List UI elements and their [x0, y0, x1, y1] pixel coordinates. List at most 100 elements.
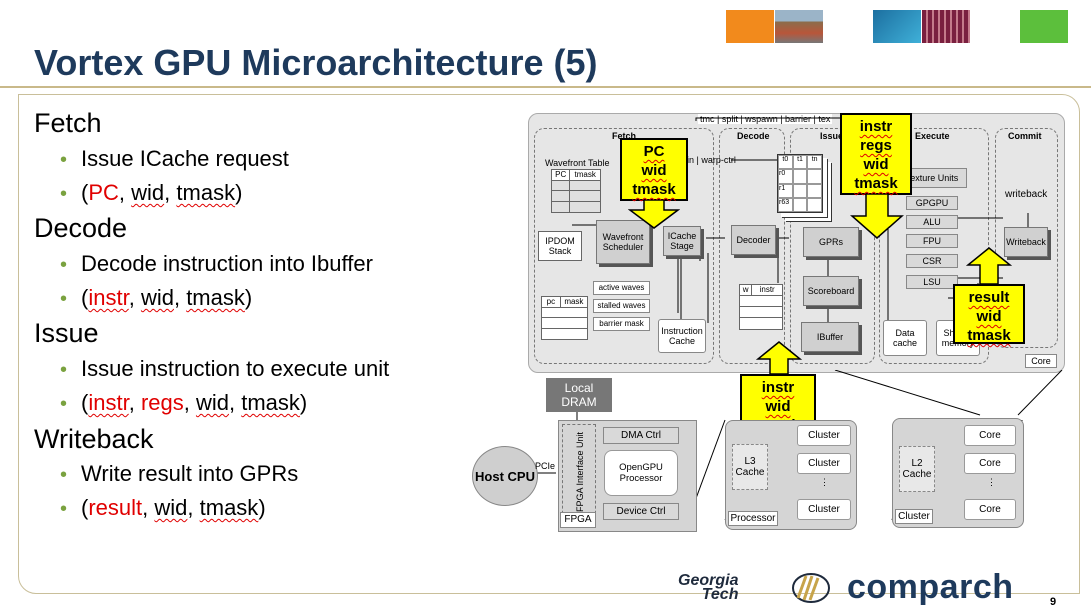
stage-issue-label: Issue: [820, 131, 844, 141]
comparch-logo: comparch: [847, 568, 1014, 606]
execute-stage-region: [879, 128, 989, 364]
writeback-box: Writeback: [1004, 227, 1048, 257]
fpga-interface-unit: FPGA Interface Unit: [562, 424, 596, 524]
bullet-issue-2: •(instr, regs, wid, tmask): [60, 390, 308, 415]
ib-row: [740, 296, 782, 307]
callout-item: tmask: [854, 175, 898, 192]
wt-cell: [570, 201, 600, 212]
bullet-fetch-1: •Issue ICache request: [60, 146, 289, 171]
rf-cell: [807, 197, 822, 212]
wt-cell: [552, 180, 571, 191]
core-ellipsis: ⋮: [987, 477, 996, 487]
bullet-issue-1: •Issue instruction to execute unit: [60, 356, 390, 381]
decode-stage-region: [719, 128, 785, 364]
ib-row: [740, 307, 782, 318]
callout-item: instr: [859, 118, 893, 135]
heading-writeback: Writeback: [34, 424, 154, 454]
heading-fetch: Fetch: [34, 108, 102, 138]
chip-square: [922, 10, 970, 43]
host-cpu: Host CPU: [472, 446, 538, 506]
callout-item: wid: [641, 162, 667, 179]
wt-cell: [552, 201, 571, 212]
pcie-label: PCIe: [535, 461, 556, 471]
data-cache: Data cache: [883, 320, 927, 356]
opengpu-processor: OpenGPU Processor: [604, 450, 678, 496]
callout-item: tmask: [632, 181, 676, 198]
ibuffer: IBuffer: [801, 322, 859, 352]
scoreboard: Scoreboard: [803, 276, 859, 306]
register-file: t0 t1 tn r0 r1 r63: [777, 154, 823, 213]
rf-col-label: t0: [778, 155, 793, 170]
bullet-writeback-2: •(result, wid, tmask): [60, 495, 266, 520]
writeback-arrow: [966, 247, 1012, 285]
dma-ctrl: DMA Ctrl: [603, 427, 679, 444]
page-number: 9: [1050, 596, 1057, 608]
l3-cache: L3 Cache: [732, 444, 768, 490]
rf-row-label: r63: [778, 197, 793, 212]
stage-fetch-label: Fetch: [612, 131, 637, 141]
ipdom-row: [542, 318, 587, 329]
issue-callout: instr regs wid tmask: [840, 113, 912, 195]
comparch-emblem-icon: [792, 573, 830, 603]
stalled-waves: stalled waves: [593, 299, 650, 313]
csr-unit: CSR: [906, 254, 958, 268]
rf-col-label: tn: [807, 155, 822, 170]
ipdom-row: [542, 308, 587, 318]
top-signals-label: tmc | split | wspawn | barrier | tex: [698, 114, 833, 124]
bullet-decode-2: •(instr, wid, tmask): [60, 285, 253, 310]
cluster-label: Cluster: [895, 509, 933, 524]
writeback-callout: result wid tmask: [953, 284, 1025, 344]
fetch-stage-region: [534, 128, 714, 364]
instruction-cache: Instruction Cache: [658, 319, 706, 353]
fpu-unit: FPU: [906, 234, 958, 248]
rf-cell: [792, 197, 808, 212]
fpga-interface-label: FPGA Interface Unit: [575, 431, 585, 513]
stage-commit-label: Commit: [1008, 131, 1042, 141]
wt-cell: [552, 191, 571, 202]
ib-w-header: w: [740, 285, 753, 296]
orange-square: [726, 10, 774, 43]
active-waves: active waves: [593, 281, 650, 295]
wt-tmask-header: tmask: [570, 170, 600, 181]
rf-cell: [792, 183, 808, 198]
decode-arrow: [756, 341, 802, 375]
logo-tech: Tech: [701, 586, 739, 603]
rf-row-label: r0: [778, 169, 793, 184]
fetch-callout: PC wid tmask: [620, 138, 688, 201]
stage-execute-label: Execute: [915, 131, 950, 141]
core-label: Core: [1025, 354, 1057, 368]
callout-item: regs: [860, 137, 892, 154]
ipdom-stack: IPDOM Stack: [538, 231, 582, 261]
cluster-box: Cluster: [797, 425, 851, 446]
icache-stage: ICache Stage: [663, 226, 701, 256]
barrier-mask: barrier mask: [593, 317, 650, 331]
device-ctrl: Device Ctrl: [603, 503, 679, 520]
ipdom-pc-header: pc: [542, 297, 561, 308]
commit-stage-region: [995, 128, 1058, 348]
callout-item: instr: [761, 379, 795, 396]
logo-georgia: Georgia: [678, 572, 739, 589]
core-box: Core: [964, 453, 1016, 474]
rf-cell: [807, 183, 822, 198]
stage-decode-label: Decode: [737, 131, 770, 141]
rf-cell: [792, 169, 808, 184]
ipdom-table: pc mask: [541, 296, 588, 340]
decoder: Decoder: [731, 225, 776, 255]
local-dram: Local DRAM: [546, 378, 612, 412]
photo-square: [775, 10, 823, 43]
page-title: Vortex GPU Microarchitecture (5): [34, 42, 598, 83]
bullet-writeback-1: •Write result into GPRs: [60, 461, 299, 486]
callout-item: wid: [863, 156, 889, 173]
title-rule: [0, 86, 1091, 88]
issue-arrow: [850, 194, 904, 239]
callout-item: PC: [643, 143, 665, 160]
callout-item: result: [968, 289, 1010, 306]
rf-cell: [807, 169, 822, 184]
l2-cache: L2 Cache: [899, 446, 935, 492]
wavefront-table-label: Wavefront Table: [545, 158, 610, 168]
ipdom-mask-header: mask: [560, 297, 587, 308]
gprs: GPRs: [803, 227, 859, 257]
callout-item: wid: [976, 308, 1002, 325]
cluster-box: Cluster: [797, 499, 851, 520]
rf-col-label: t1: [792, 155, 808, 170]
